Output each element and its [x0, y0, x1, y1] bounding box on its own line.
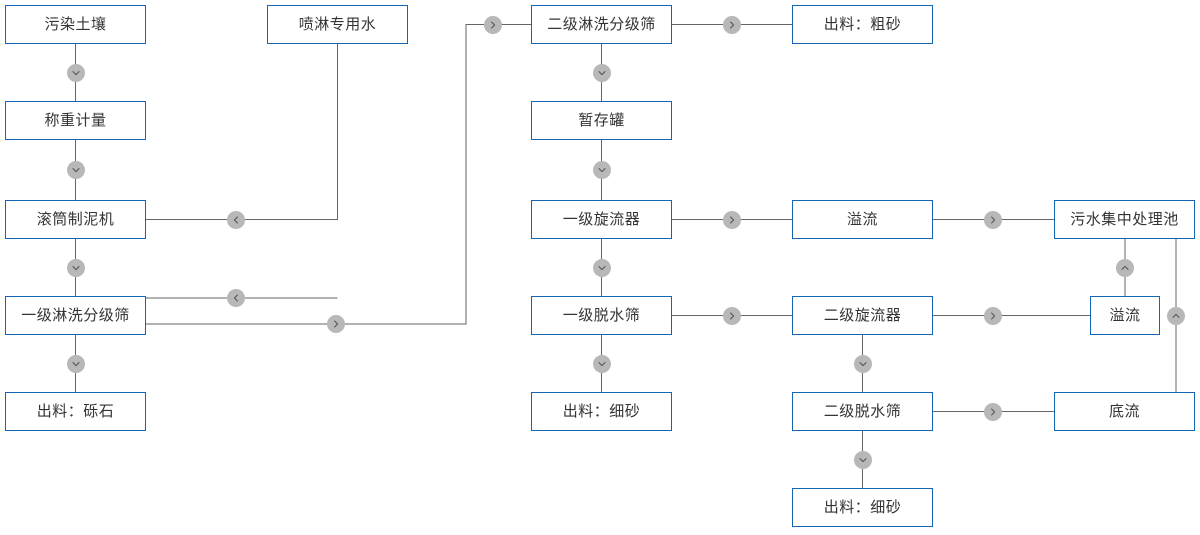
flow-node[interactable]: 出料：细砂 [531, 392, 672, 431]
chevron-up-icon [1116, 258, 1134, 277]
flow-node-label: 暂存罐 [578, 112, 625, 129]
flow-node-label: 一级旋流器 [562, 211, 641, 228]
flow-node-label: 称重计量 [44, 112, 107, 129]
chevron-down-icon [592, 161, 611, 179]
flow-node-label: 底流 [1108, 403, 1140, 420]
flow-node-label: 出料：粗砂 [823, 16, 902, 33]
flow-node[interactable]: 暂存罐 [531, 101, 672, 140]
flow-node[interactable]: 溢流 [792, 200, 933, 239]
flow-node-label: 出料：砾石 [36, 403, 115, 420]
chevron-down-icon [66, 161, 85, 179]
flow-node[interactable]: 污水集中处理池 [1054, 200, 1195, 239]
flow-node-label: 一级脱水筛 [562, 307, 641, 324]
flow-node[interactable]: 出料：细砂 [792, 488, 933, 527]
chevron-left-icon [227, 210, 245, 229]
flow-node[interactable]: 一级脱水筛 [531, 296, 672, 335]
chevron-down-icon [66, 258, 85, 277]
flow-node-label: 二级旋流器 [823, 307, 902, 324]
flow-node[interactable]: 滚筒制泥机 [5, 200, 146, 239]
flow-node-label: 溢流 [1109, 307, 1141, 324]
flow-node[interactable]: 称重计量 [5, 101, 146, 140]
chevron-up-icon [1167, 306, 1185, 325]
chevron-right-icon [723, 306, 741, 325]
connector-line [146, 24, 531, 325]
flow-node-label: 污染土壤 [44, 16, 107, 33]
flow-node[interactable]: 污染土壤 [5, 5, 146, 44]
flow-node-label: 出料：细砂 [562, 403, 641, 420]
flow-node-label: 喷淋专用水 [298, 16, 377, 33]
flow-node[interactable]: 出料：粗砂 [792, 5, 933, 44]
chevron-down-icon [853, 450, 872, 469]
chevron-down-icon [66, 354, 85, 373]
flow-node[interactable]: 溢流 [1090, 296, 1160, 335]
chevron-down-icon [592, 63, 611, 82]
flow-node[interactable]: 底流 [1054, 392, 1195, 431]
chevron-down-icon [853, 354, 872, 373]
flow-node-label: 溢流 [846, 211, 878, 228]
flow-node[interactable]: 出料：砾石 [5, 392, 146, 431]
chevron-right-icon [984, 210, 1002, 229]
chevron-right-icon [327, 315, 345, 333]
flow-node-label: 污水集中处理池 [1070, 211, 1179, 228]
flow-node[interactable]: 一级淋洗分级筛 [5, 296, 146, 335]
connector-line [146, 44, 338, 220]
flow-node[interactable]: 喷淋专用水 [267, 5, 408, 44]
chevron-left-icon [227, 289, 245, 307]
flow-node[interactable]: 二级淋洗分级筛 [531, 5, 672, 44]
chevron-down-icon [66, 63, 85, 82]
chevron-right-icon [723, 210, 741, 229]
flow-node-label: 二级脱水筛 [823, 403, 902, 420]
chevron-right-icon [984, 402, 1002, 421]
chevron-right-icon [984, 306, 1002, 325]
chevron-right-icon [723, 15, 741, 34]
flow-node-label: 出料：细砂 [823, 499, 902, 516]
chevron-right-icon [484, 15, 502, 34]
flow-node[interactable]: 二级旋流器 [792, 296, 933, 335]
flow-node[interactable]: 二级脱水筛 [792, 392, 933, 431]
chevron-down-icon [592, 258, 611, 277]
flow-node-label: 二级淋洗分级筛 [547, 16, 656, 33]
flow-node-label: 一级淋洗分级筛 [21, 307, 130, 324]
flow-node-label: 滚筒制泥机 [36, 211, 115, 228]
chevron-down-icon [592, 354, 611, 373]
flow-node[interactable]: 一级旋流器 [531, 200, 672, 239]
